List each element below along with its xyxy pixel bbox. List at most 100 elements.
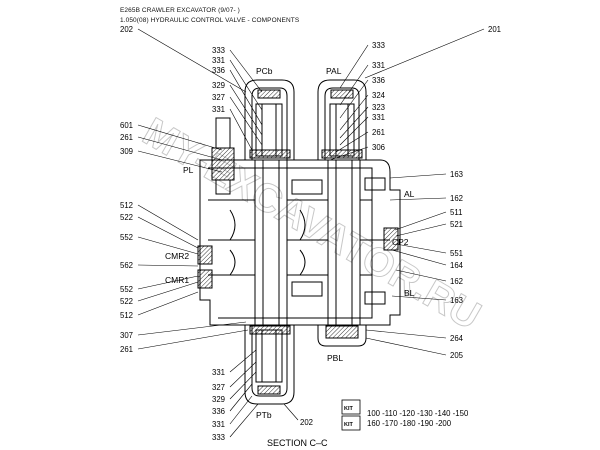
callout-right-163: 163	[450, 296, 463, 305]
callout-left-512: 512	[120, 311, 133, 320]
callout-left-552: 552	[120, 233, 133, 242]
leader-right-2	[339, 64, 369, 106]
leader-left-2	[229, 59, 263, 111]
right-callouts: 2013333313363243233312613061631625115215…	[372, 25, 501, 360]
leader-left-9	[137, 150, 223, 173]
leader-left-3	[229, 69, 263, 126]
port-pl: PL	[183, 165, 194, 175]
leader-left-6	[229, 108, 253, 151]
callout-right-264: 264	[450, 334, 464, 343]
leader-left-16	[137, 291, 199, 316]
callout-right-261: 261	[372, 128, 385, 137]
leader-right-9	[389, 173, 447, 179]
callout-right-162: 162	[450, 194, 463, 203]
kit-icon: KIT KIT	[341, 399, 361, 431]
callout-left-336: 336	[212, 407, 225, 416]
callout-left-261: 261	[120, 345, 133, 354]
leader-left-5	[229, 96, 263, 146]
leader-right-18	[365, 337, 447, 356]
callout-right-331: 331	[372, 61, 385, 70]
kit-label-1: KIT	[344, 406, 354, 412]
leader-right-3	[339, 79, 369, 119]
port-pal: PAL	[326, 66, 342, 76]
lower-left-cap	[244, 325, 295, 405]
valve-body	[197, 159, 401, 326]
callout-right-331: 331	[372, 113, 385, 122]
leader-right-12	[395, 223, 447, 237]
leader-right-7	[335, 131, 369, 153]
callout-right-333: 333	[372, 41, 385, 50]
callout-left-522: 522	[120, 297, 133, 306]
port-pcb: PCb	[256, 66, 273, 76]
callout-left-261: 261	[120, 133, 133, 142]
leader-right-11	[394, 211, 447, 231]
leader-right-13	[395, 243, 447, 254]
callout-right-164: 164	[450, 261, 464, 270]
leader-left-24	[229, 403, 259, 438]
lower-right-cap	[317, 325, 367, 347]
callout-right-323: 323	[372, 103, 385, 112]
port-cmr1: CMR1	[165, 275, 189, 285]
leader-left-22	[229, 383, 253, 412]
callout-left-327: 327	[212, 383, 225, 392]
drawing-subtitle: 1.050(08) HYDRAULIC CONTROL VALVE - COMP…	[120, 17, 300, 24]
callout-left-331: 331	[212, 105, 225, 114]
leader-left-17	[137, 321, 247, 336]
leader-right-10	[389, 197, 447, 201]
port-ptb: PTb	[256, 410, 272, 420]
port-cp2: CP2	[392, 237, 409, 247]
callout-right-336: 336	[372, 76, 385, 85]
callout-left-327: 327	[212, 93, 225, 102]
section-label: SECTION C–C	[267, 438, 328, 448]
callout-right-521: 521	[450, 220, 463, 229]
callout-left-333: 333	[212, 433, 225, 442]
callout-left-333: 333	[212, 46, 225, 55]
callout-bottom-202: 202	[300, 418, 313, 427]
callout-right-511: 511	[450, 208, 462, 217]
leader-left-8	[137, 136, 223, 161]
callout-left-522: 522	[120, 213, 133, 222]
leader-left-14	[137, 275, 199, 290]
callout-left-309: 309	[120, 147, 133, 156]
leader-right-17	[365, 329, 447, 339]
callout-left-552: 552	[120, 285, 133, 294]
pilot-valve	[211, 117, 235, 195]
kit-numbers-row1: 100 -110 -120 -130 -140 -150	[367, 409, 469, 418]
leader-left-12	[137, 236, 199, 255]
leader-left-1	[229, 49, 263, 93]
callout-left-331: 331	[212, 420, 225, 429]
leader-left-18	[137, 329, 249, 350]
port-pbl: PBL	[327, 353, 343, 363]
watermark-text: MY-EXCAVATOR.RU	[136, 110, 488, 339]
leader-left-7	[137, 124, 223, 151]
leader-left-10	[137, 204, 199, 241]
upper-left-cap	[244, 79, 295, 160]
callout-right-205: 205	[450, 351, 464, 360]
leader-right-0	[364, 28, 485, 79]
callout-right-324: 324	[372, 91, 386, 100]
port-bl: BL	[404, 288, 415, 298]
callout-left-331: 331	[212, 368, 225, 377]
callout-right-551: 551	[450, 249, 463, 258]
callout-left-601: 601	[120, 121, 133, 130]
callout-left-329: 329	[212, 81, 225, 90]
kit-label-2: KIT	[344, 422, 354, 428]
leader-left-13	[137, 264, 199, 267]
callout-left-512: 512	[120, 201, 133, 210]
leader-left-19	[229, 349, 257, 373]
kit-numbers-row2: 160 -170 -180 -190 -200	[367, 419, 452, 428]
leader-left-0	[137, 28, 247, 93]
callout-left-202: 202	[120, 25, 133, 34]
leader-right-15	[395, 269, 447, 282]
leader-left-15	[137, 281, 199, 302]
callout-left-331: 331	[212, 56, 225, 65]
callout-left-562: 562	[120, 261, 133, 270]
right-leader-lines	[329, 28, 485, 356]
leader-right-16	[391, 295, 447, 301]
leader-left-21	[229, 371, 257, 400]
callout-right-162: 162	[450, 277, 463, 286]
leader-right-14	[391, 249, 447, 266]
port-al: AL	[404, 189, 415, 199]
leader-right-6	[339, 116, 369, 146]
